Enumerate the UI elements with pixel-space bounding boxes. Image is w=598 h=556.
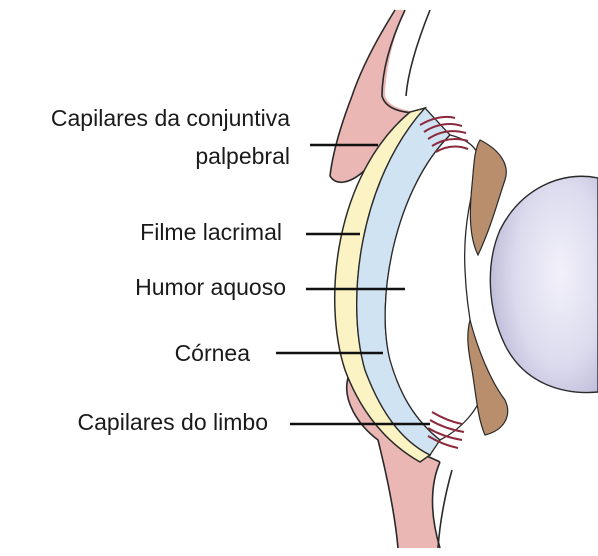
- label-aqueous-humor: Humor aquoso: [60, 273, 286, 301]
- label-conjunctival-capillaries: Capilares da conjuntiva palpebral: [8, 104, 290, 170]
- lens: [490, 176, 598, 392]
- label-cornea: Córnea: [60, 339, 250, 367]
- label-tear-film: Filme lacrimal: [60, 218, 282, 246]
- label-limbal-capillaries: Capilares do limbo: [20, 408, 268, 436]
- label-conjunctival-capillaries-line2: palpebral: [8, 142, 290, 170]
- label-conjunctival-capillaries-line1: Capilares da conjuntiva: [8, 104, 290, 132]
